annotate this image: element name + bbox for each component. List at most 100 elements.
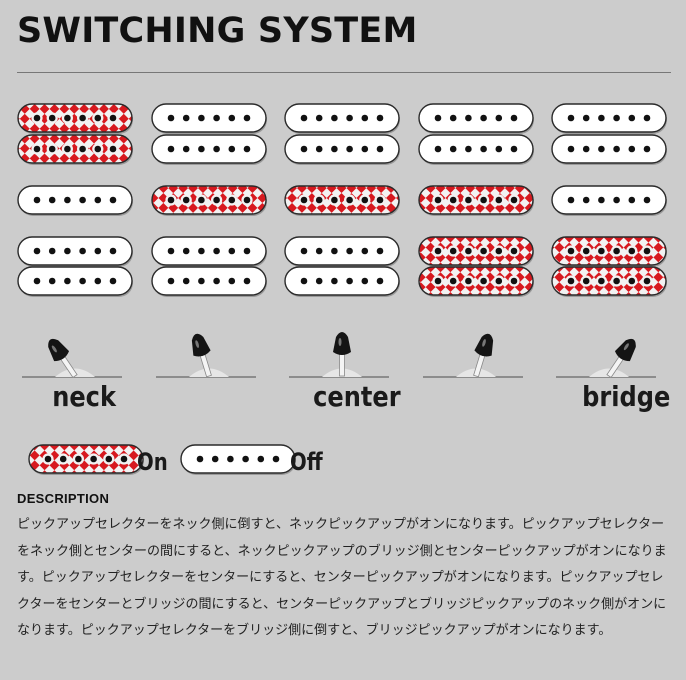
pole-piece (315, 277, 323, 285)
pole-piece (300, 277, 308, 285)
pickup-grid (17, 103, 667, 297)
pole-piece (598, 145, 605, 153)
bridge-pickup-coil-2 (551, 266, 667, 297)
pole-piece (465, 247, 472, 255)
pole-piece (613, 196, 620, 204)
pole-piece (331, 145, 338, 153)
pole-piece (480, 145, 487, 153)
pole-piece (510, 196, 518, 204)
legend-on-label: On (137, 448, 168, 476)
pole-piece (33, 247, 41, 255)
pole-piece (48, 196, 56, 204)
pole-piece (75, 455, 82, 463)
pole-piece (315, 196, 323, 204)
pole-piece (48, 277, 56, 285)
pole-piece (315, 145, 323, 153)
pole-piece (361, 277, 369, 285)
pole-piece (196, 455, 204, 463)
pole-piece (213, 145, 220, 153)
bridge-pickup-coil-2 (418, 266, 534, 297)
pole-piece (376, 247, 384, 255)
legend-off-label: Off (290, 448, 323, 476)
pole-piece (434, 247, 442, 255)
bridge-pickup-coil-1 (418, 236, 534, 267)
selector-switch-4 (423, 333, 523, 378)
pole-piece (510, 114, 518, 122)
selector-lever (333, 332, 351, 377)
pole-piece (434, 145, 442, 153)
pole-piece (48, 247, 56, 255)
pole-piece (300, 247, 308, 255)
pole-piece (582, 277, 590, 285)
selector-switch-3 (289, 332, 389, 378)
pole-piece (480, 277, 487, 285)
pole-piece (228, 114, 236, 122)
pole-piece (376, 277, 384, 285)
pole-piece (48, 145, 56, 153)
pole-piece (480, 196, 487, 204)
pole-piece (105, 455, 113, 463)
pole-piece (613, 145, 620, 153)
pole-piece (567, 114, 575, 122)
pole-piece (243, 277, 251, 285)
pole-piece (228, 196, 236, 204)
selector-lever (191, 333, 212, 378)
pole-piece (94, 247, 102, 255)
pole-piece (449, 145, 457, 153)
pole-piece (213, 247, 220, 255)
pole-piece (109, 247, 117, 255)
pole-piece (79, 196, 86, 204)
neck-pickup-coil-1 (17, 103, 133, 134)
bridge-pickup-coil-2 (151, 266, 267, 297)
neck-pickup-coil-2 (551, 134, 667, 165)
pole-piece (167, 277, 175, 285)
pole-piece (64, 247, 71, 255)
title-divider (17, 72, 671, 73)
pole-piece (643, 196, 651, 204)
pole-piece (628, 196, 636, 204)
pole-piece (182, 196, 190, 204)
pole-piece (376, 114, 384, 122)
pole-piece (346, 247, 353, 255)
pole-piece (582, 145, 590, 153)
bridge-pickup-coil-2 (284, 266, 400, 297)
bridge-pickup-coil-1 (551, 236, 667, 267)
pole-piece (449, 247, 457, 255)
pole-piece (376, 196, 384, 204)
pole-piece (33, 277, 41, 285)
neck-pickup-coil-2 (284, 134, 400, 165)
pole-piece (315, 114, 323, 122)
pole-piece (613, 114, 620, 122)
pole-piece (242, 455, 249, 463)
pole-piece (582, 114, 590, 122)
pole-piece (64, 277, 71, 285)
pole-piece (567, 277, 575, 285)
pole-piece (167, 114, 175, 122)
pole-piece (213, 277, 220, 285)
bridge-pickup-coil-1 (284, 236, 400, 267)
pole-piece (643, 247, 651, 255)
pole-piece (33, 145, 41, 153)
bridge-pickup-coil-2 (17, 266, 133, 297)
pole-piece (376, 145, 384, 153)
pole-piece (182, 145, 190, 153)
pole-piece (465, 196, 472, 204)
pole-piece (300, 114, 308, 122)
pole-piece (480, 247, 487, 255)
pole-piece (109, 145, 117, 153)
pole-piece (182, 277, 190, 285)
pole-piece (643, 145, 651, 153)
position-2-pickups (151, 103, 267, 297)
bridge-pickup-coil-1 (17, 236, 133, 267)
pole-piece (495, 196, 503, 204)
pole-piece (198, 277, 205, 285)
pole-piece (628, 247, 636, 255)
pole-piece (182, 247, 190, 255)
pole-piece (167, 196, 175, 204)
switching-diagram (17, 103, 667, 475)
pole-piece (109, 114, 117, 122)
pole-piece (94, 114, 102, 122)
pole-piece (510, 277, 518, 285)
pole-piece (361, 196, 369, 204)
pole-piece (94, 196, 102, 204)
